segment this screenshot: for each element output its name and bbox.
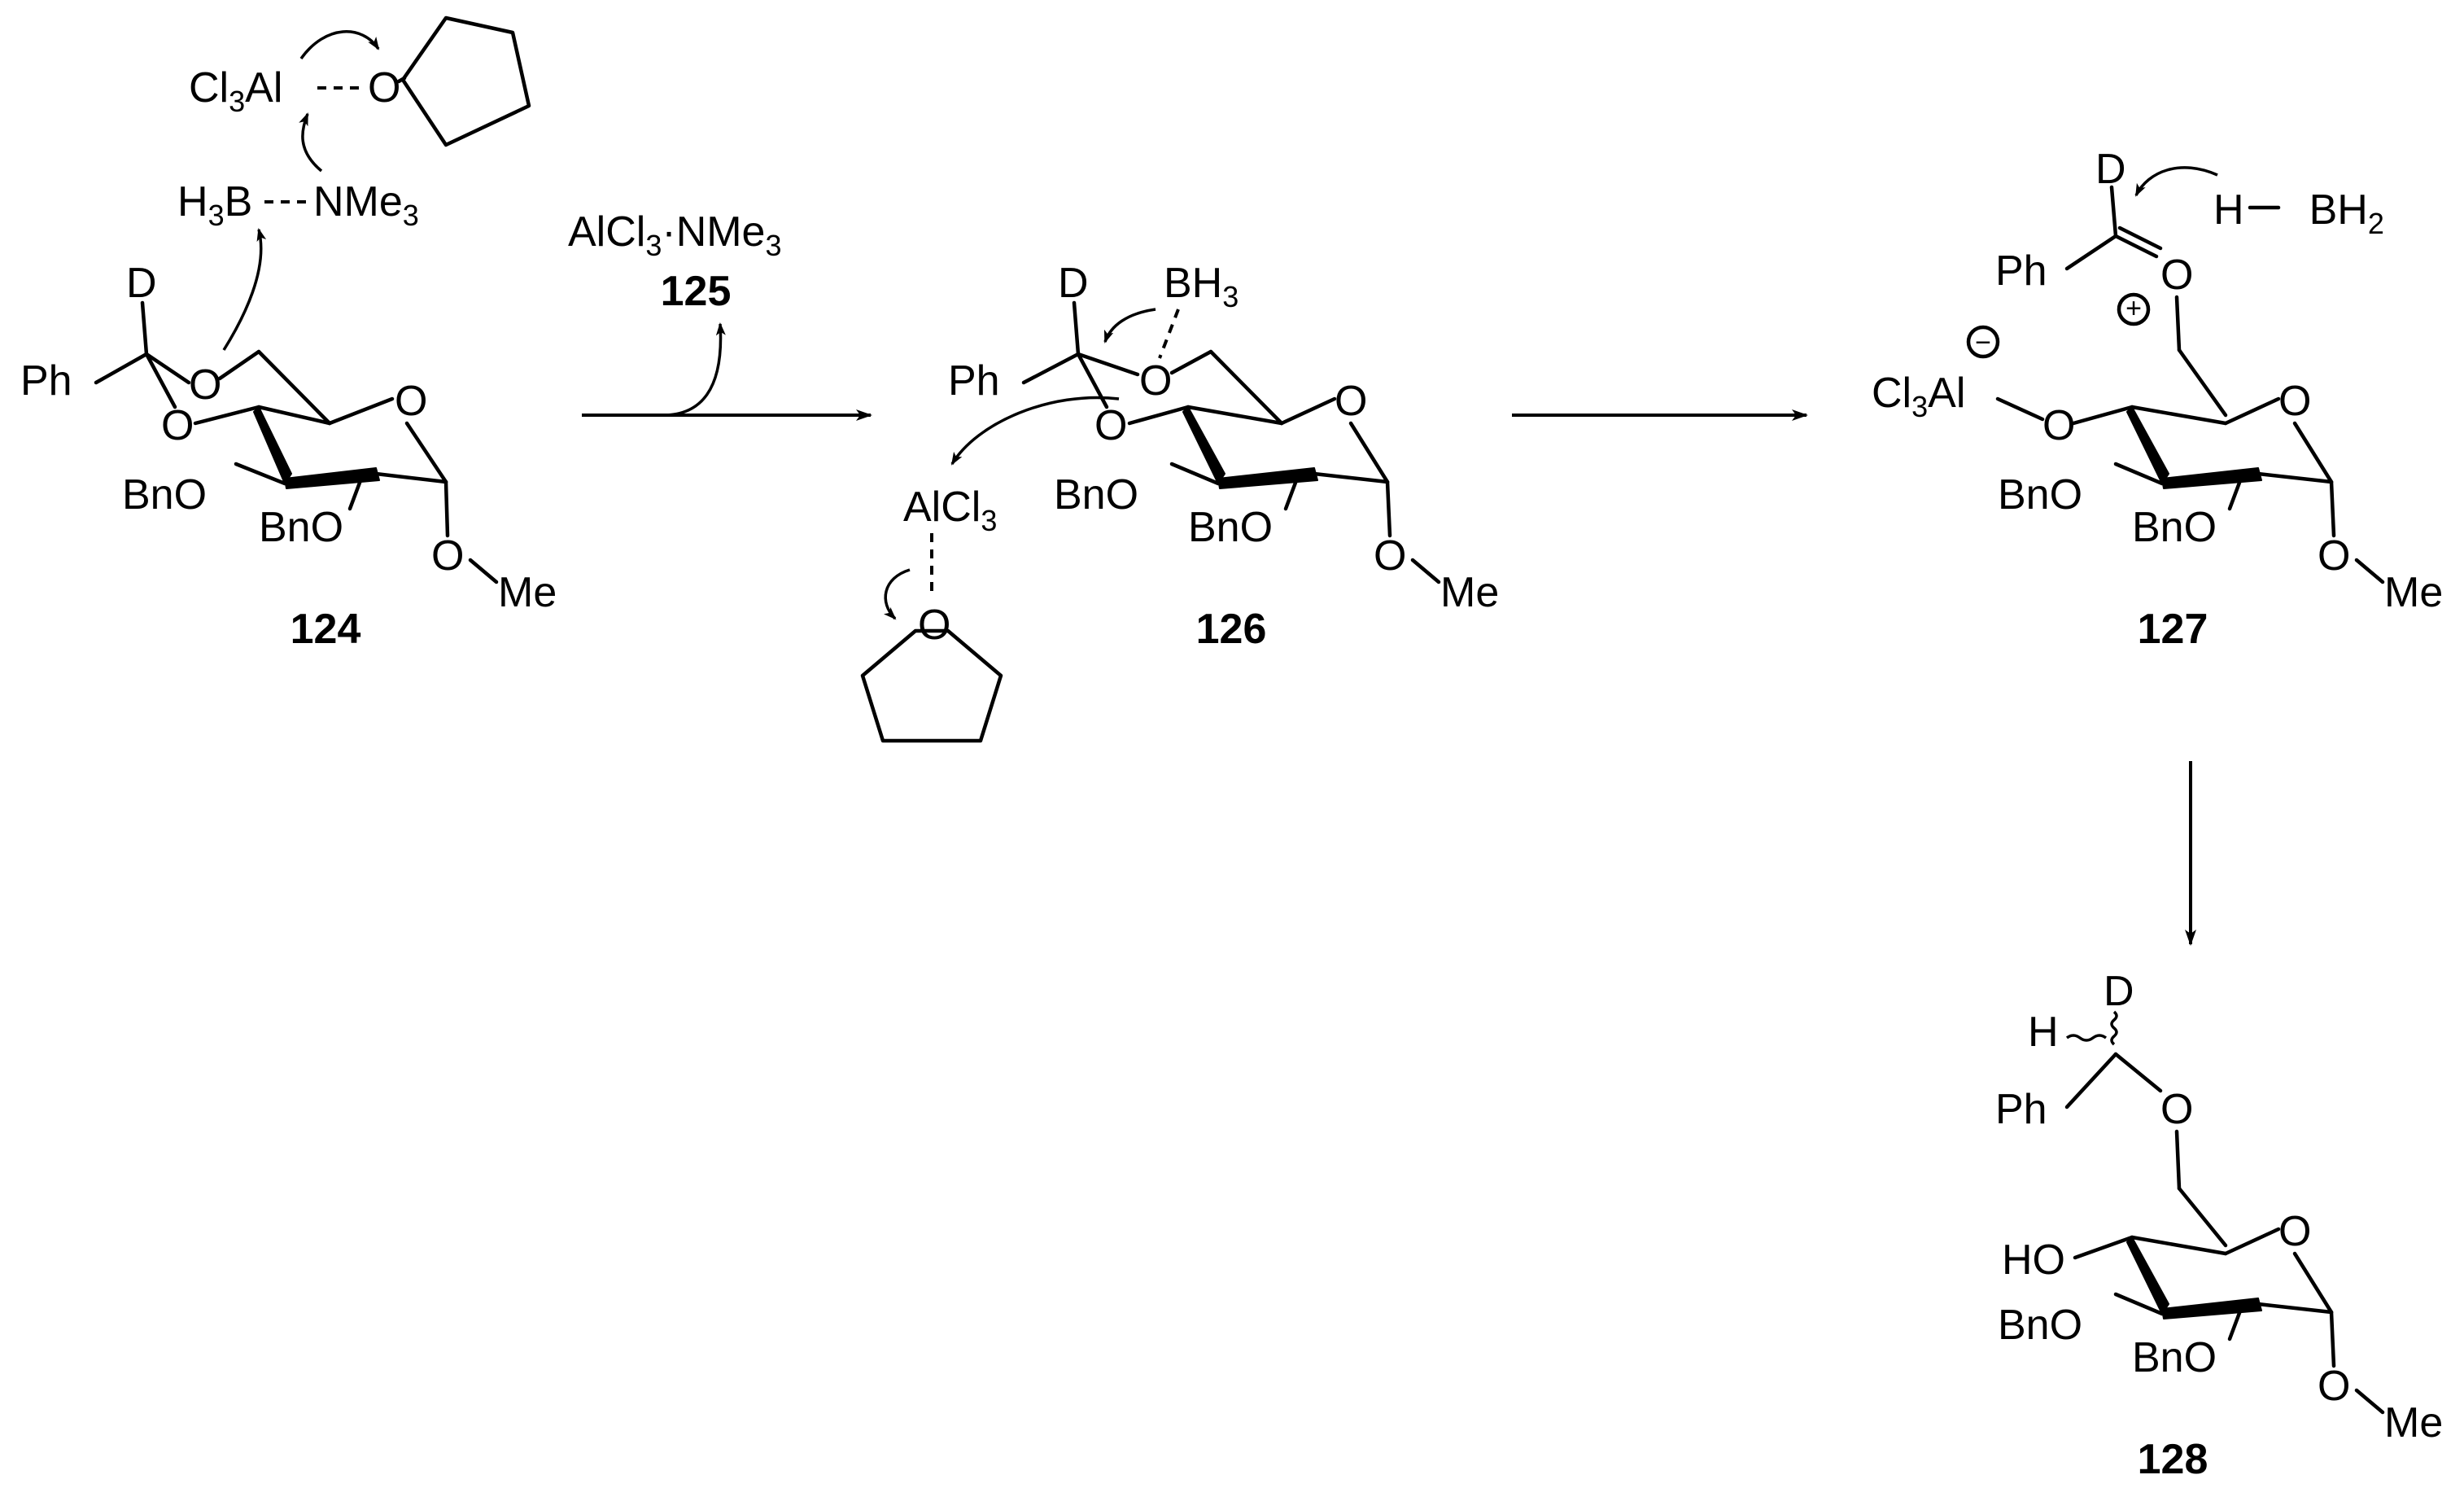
phenyl-label-128: Ph [1995,1086,2047,1133]
bno3-label-128: BnO [1998,1302,2082,1349]
bno3-label-126: BnO [1054,471,1138,519]
thf-oxygen-124: O [368,64,400,112]
ome-oxygen-label-128: O [2318,1363,2350,1410]
hydrogen-label-128: H [2028,1009,2059,1056]
ome-oxygen-label-127: O [2318,532,2350,580]
reaction-arrows [582,322,2196,946]
phenyl-label-127: Ph [1995,247,2047,295]
compound-label-124: 124 [291,606,361,653]
ome-oxygen-label-124: O [431,532,464,580]
deuterium-label-128: D [2104,968,2134,1015]
compound-124: Cl3Al O H3B NMe3 D Ph O O O BnO [20,15,557,653]
compound-128: D H Ph O HO O BnO BnO O Me 128 [1995,968,2443,1483]
alcl3-label-126: AlCl3 [903,484,997,537]
bno3-label-127: BnO [1998,471,2082,519]
phenyl-label-126: Ph [948,357,1000,405]
ho-label-128: HO [2002,1236,2065,1284]
compound-label-127: 127 [2138,606,2208,653]
methyl-label-126: Me [1440,569,1499,616]
methyl-label-128: Me [2384,1399,2443,1446]
ome-oxygen-label-126: O [1374,532,1406,580]
methyl-label-127: Me [2384,569,2443,616]
ring-oxygen-127: O [2278,378,2311,425]
compound-label-126: 126 [1196,606,1267,653]
reagent-alcl3-nme3: AlCl3·NMe3 [568,208,782,262]
o6-label-124: O [189,361,221,409]
methyl-label-124: Me [498,569,557,616]
compound-label-128: 128 [2138,1436,2208,1483]
compound-126: BH3 D Ph O O O BnO BnO O Me AlCl3 O [860,260,1499,743]
phenyl-label-124: Ph [20,357,72,405]
plus-charge-127: + [2125,293,2142,324]
o4-label-124: O [161,402,194,449]
bno2-label-126: BnO [1188,504,1273,551]
alcl3-label-124: Cl3Al [189,64,282,118]
deuterium-label-127: D [2095,146,2126,193]
deuterium-label-124: D [126,260,157,307]
bh3-label-126: BH3 [1164,260,1239,313]
o4-label-126: O [1094,402,1127,449]
arrow-release-125 [662,322,726,417]
thf-oxygen-126: O [918,602,950,649]
ring-oxygen-126: O [1335,378,1367,425]
nme3-label-124: NMe3 [313,178,419,232]
ring-oxygen-128: O [2278,1208,2311,1255]
compound-label-125: 125 [661,268,732,315]
alcl3-label-127: Cl3Al [1872,370,1965,423]
reagent-125: AlCl3·NMe3 125 [568,208,782,315]
o4-label-127: O [2042,402,2075,449]
minus-charge-127: − [1975,327,1991,358]
oxocarbenium-oxygen-127: O [2160,252,2193,299]
h3b-label-124: H3B [177,178,252,232]
ring-oxygen-124: O [395,378,427,425]
o6-label-126: O [1139,357,1172,405]
o6-label-128: O [2160,1086,2193,1133]
bno2-label-128: BnO [2132,1334,2217,1381]
bno2-label-124: BnO [259,504,343,551]
bno3-label-124: BnO [122,471,207,519]
bno2-label-127: BnO [2132,504,2217,551]
deuterium-label-126: D [1058,260,1089,307]
